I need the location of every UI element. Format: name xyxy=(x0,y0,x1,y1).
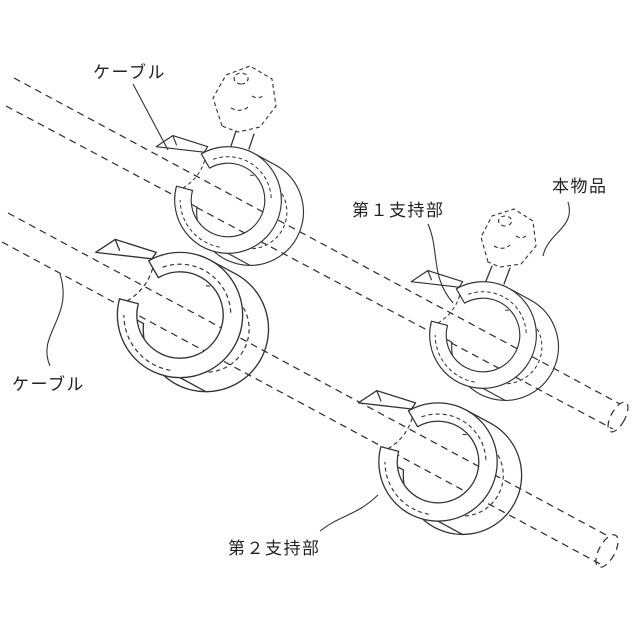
label-article: 本物品 xyxy=(552,177,608,197)
cable-bottom xyxy=(1,212,619,568)
leader-article xyxy=(542,201,570,257)
clip-second-support-right xyxy=(357,389,523,536)
label-support1: 第１支持部 xyxy=(352,201,445,221)
label-cable-top: ケーブル xyxy=(93,62,166,83)
clip-second-support-left xyxy=(95,238,270,393)
leader-support1 xyxy=(427,223,454,304)
article-mount-1 xyxy=(212,65,277,150)
clip-first-support-left xyxy=(155,135,304,266)
label-support2: 第２支持部 xyxy=(228,539,321,559)
label-cable-left: ケーブル xyxy=(12,374,85,395)
leader-cable-top xyxy=(132,83,169,151)
clip-first-support-right xyxy=(410,270,559,401)
leader-support2 xyxy=(319,494,379,532)
cable-top xyxy=(5,77,629,433)
leader-cable-left xyxy=(46,273,64,367)
article-mount-2 xyxy=(480,208,537,285)
